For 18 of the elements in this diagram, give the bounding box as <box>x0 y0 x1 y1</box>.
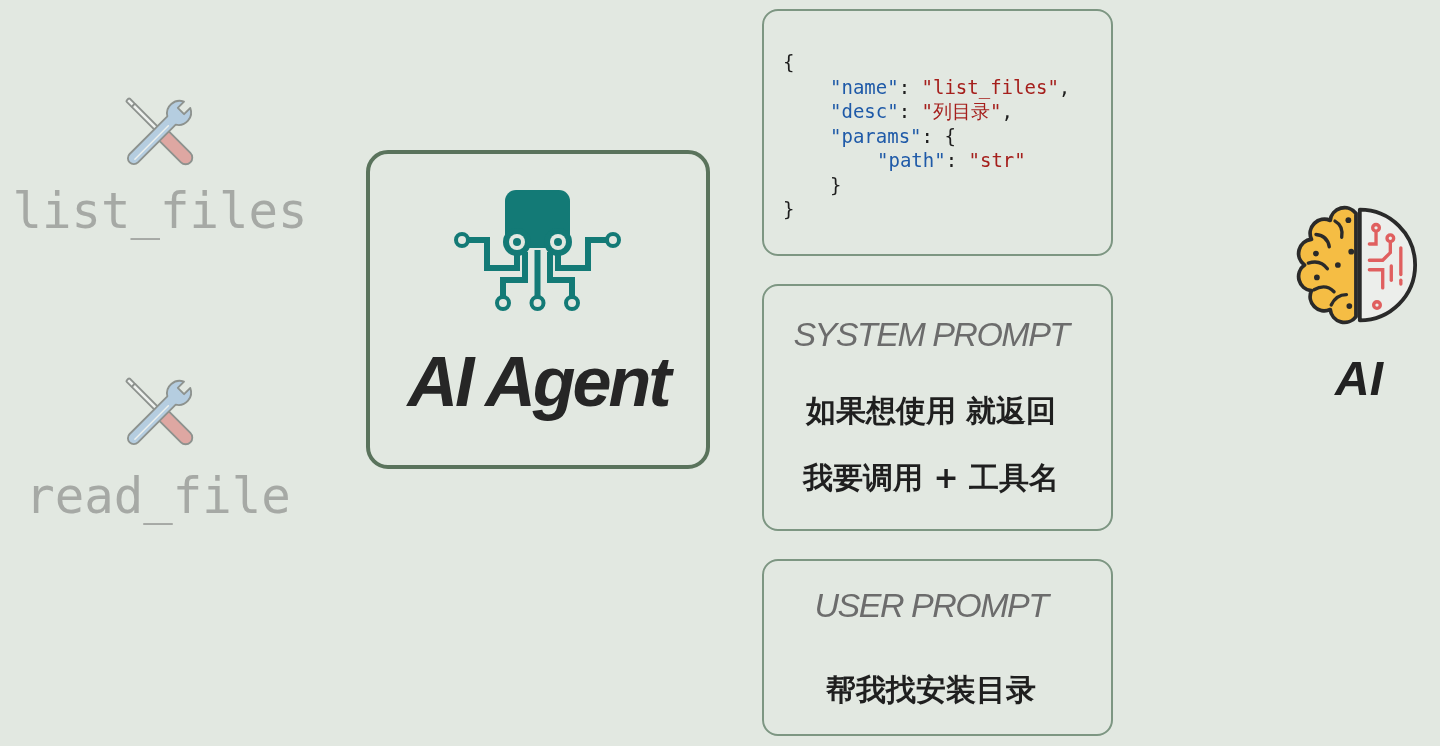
prompt-text: 我要调用 + 工具名 <box>803 459 1059 497</box>
prompt-text: 帮我找安装目录 <box>826 671 1036 709</box>
prompt-card <box>762 559 1113 736</box>
agent-card <box>366 150 710 469</box>
prompt-text: 如果想使用 就返回 <box>805 392 1057 430</box>
code-line: { <box>783 50 795 74</box>
code-line: "params": { <box>830 123 956 148</box>
prompt-heading: USER PROMPT <box>814 584 1048 626</box>
prompt-card <box>762 284 1113 531</box>
tool-name: read_file <box>25 468 291 526</box>
code-line: } <box>783 197 795 221</box>
code-line: } <box>830 172 842 197</box>
tool-name: list_files <box>12 183 308 241</box>
code-line: "path": "str" <box>877 148 1026 172</box>
code-line: "desc": "列目录", <box>830 99 1013 123</box>
ai-label: AI <box>1335 351 1383 407</box>
code-line: "name": "list_files", <box>830 74 1071 99</box>
code-card <box>762 9 1113 256</box>
